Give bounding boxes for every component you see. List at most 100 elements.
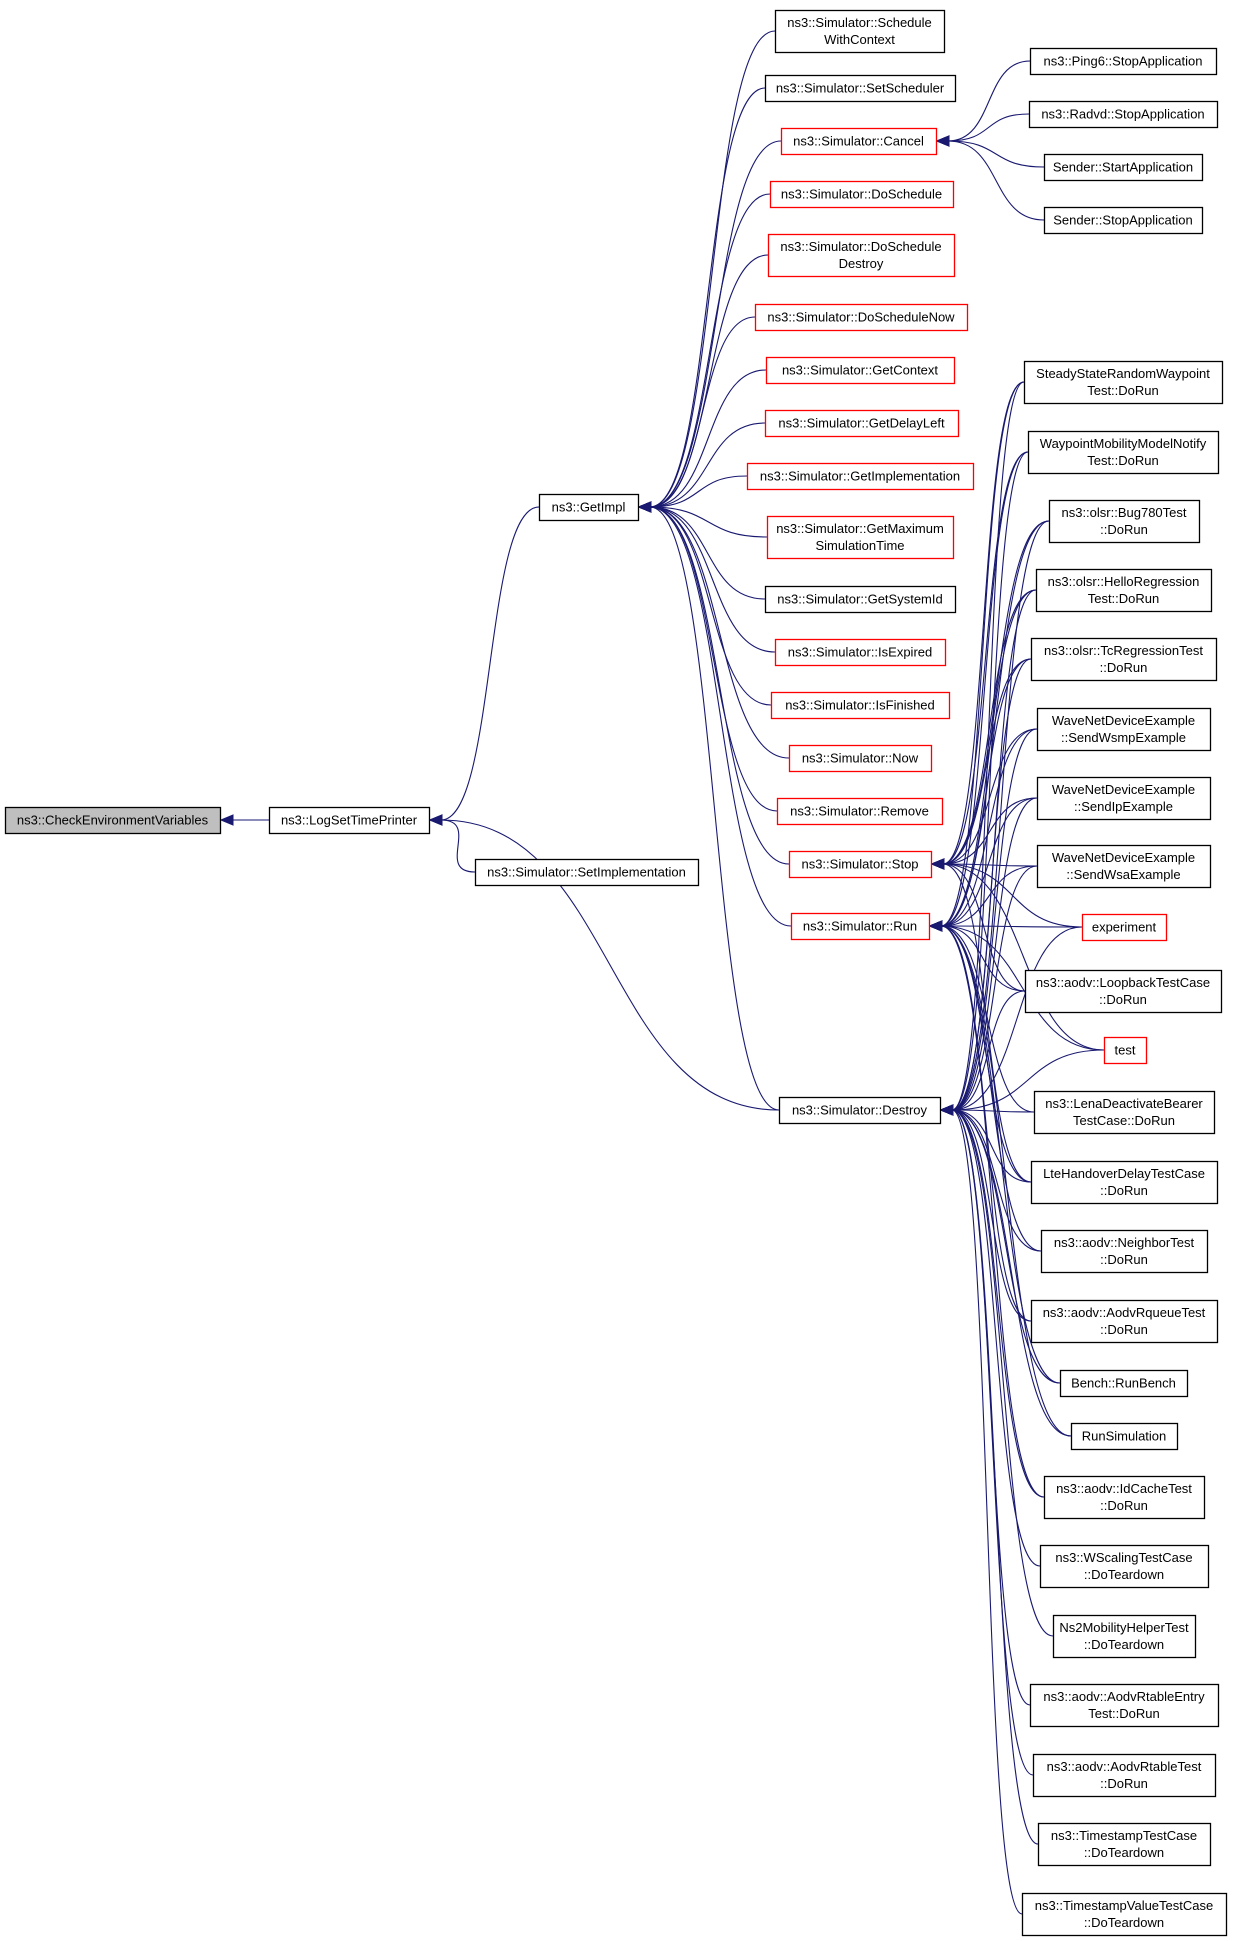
node-tsc[interactable]: ns3::TimestampTestCase::DoTeardown bbox=[1037, 1822, 1212, 1867]
node-gctx[interactable]: ns3::Simulator::GetContext bbox=[765, 356, 956, 385]
call-edge-wmmn-to-run bbox=[940, 451, 1029, 927]
node-label-wmmn-line-0: WaypointMobilityModelNotify bbox=[1040, 436, 1207, 451]
call-edge-loop-to-dst bbox=[951, 990, 1026, 1111]
node-label-run-line-0: ns3::Simulator::Run bbox=[803, 919, 917, 934]
call-edge-gdl-to-gi bbox=[649, 422, 766, 508]
node-box-ssch bbox=[764, 74, 957, 103]
node-idc[interactable]: ns3::aodv::IdCacheTest::DoRun bbox=[1043, 1475, 1206, 1520]
node-iexp[interactable]: ns3::Simulator::IsExpired bbox=[774, 638, 947, 667]
call-edge-b780-to-dst bbox=[951, 520, 1050, 1111]
node-b780[interactable]: ns3::olsr::Bug780Test::DoRun bbox=[1048, 499, 1201, 544]
node-box-tsc bbox=[1037, 1822, 1212, 1867]
node-label-hello-line-0: ns3::olsr::HelloRegression bbox=[1048, 574, 1200, 589]
node-label-nbr-line-0: ns3::aodv::NeighborTest bbox=[1054, 1235, 1195, 1250]
node-box-ssp bbox=[1043, 206, 1204, 235]
node-ssi[interactable]: ns3::Simulator::SetImplementation bbox=[474, 858, 700, 887]
node-box-dsc bbox=[769, 180, 955, 209]
node-label-sst-line-0: Sender::StartApplication bbox=[1053, 160, 1193, 175]
node-wsc[interactable]: ns3::WScalingTestCase::DoTeardown bbox=[1039, 1544, 1210, 1589]
node-label-tcr-line-1: ::DoRun bbox=[1100, 660, 1148, 675]
node-label-wwsa-line-1: ::SendWsaExample bbox=[1066, 867, 1180, 882]
node-wwsa[interactable]: WaveNetDeviceExample::SendWsaExample bbox=[1036, 844, 1212, 889]
node-test[interactable]: test bbox=[1103, 1036, 1148, 1065]
call-edge-test-to-run bbox=[940, 925, 1105, 1051]
node-dsc[interactable]: ns3::Simulator::DoSchedule bbox=[769, 180, 955, 209]
node-dsn[interactable]: ns3::Simulator::DoScheduleNow bbox=[754, 303, 969, 332]
node-cnl[interactable]: ns3::Simulator::Cancel bbox=[780, 127, 938, 156]
arrowhead-ltp-to-cev bbox=[219, 814, 234, 826]
call-edge-lteh-to-dst bbox=[951, 1109, 1032, 1183]
node-label-b780-line-1: ::DoRun bbox=[1100, 522, 1148, 537]
node-label-idc-line-1: ::DoRun bbox=[1100, 1498, 1148, 1513]
node-ltp[interactable]: ns3::LogSetTimePrinter bbox=[268, 806, 431, 835]
node-run[interactable]: ns3::Simulator::Run bbox=[790, 912, 931, 941]
node-box-wwsa bbox=[1036, 844, 1212, 889]
node-sst[interactable]: Sender::StartApplication bbox=[1043, 153, 1204, 182]
node-label-radv-line-0: ns3::Radvd::StopApplication bbox=[1041, 107, 1204, 122]
node-wsmp[interactable]: WaveNetDeviceExample::SendWsmpExample bbox=[1036, 707, 1212, 752]
node-label-ssrw-line-0: SteadyStateRandomWaypoint bbox=[1036, 366, 1210, 381]
call-edge-bench-to-run bbox=[940, 925, 1061, 1384]
node-label-rq-line-0: ns3::aodv::AodvRqueueTest bbox=[1043, 1305, 1206, 1320]
node-gsid[interactable]: ns3::Simulator::GetSystemId bbox=[764, 585, 957, 614]
node-loop[interactable]: ns3::aodv::LoopbackTestCase::DoRun bbox=[1024, 969, 1223, 1014]
call-edge-test-to-dst bbox=[951, 1049, 1105, 1111]
node-ns2[interactable]: Ns2MobilityHelperTest::DoTeardown bbox=[1052, 1614, 1197, 1659]
call-edge-exp-to-run bbox=[940, 925, 1083, 928]
node-label-ns2-line-0: Ns2MobilityHelperTest bbox=[1059, 1620, 1189, 1635]
node-label-dsc-line-0: ns3::Simulator::DoSchedule bbox=[781, 187, 942, 202]
node-box-lena bbox=[1033, 1090, 1216, 1135]
call-edge-lena-to-dst bbox=[951, 1109, 1035, 1113]
node-label-wsmp-line-0: WaveNetDeviceExample bbox=[1052, 713, 1195, 728]
edge-layer bbox=[219, 30, 1105, 1915]
node-rq[interactable]: ns3::aodv::AodvRqueueTest::DoRun bbox=[1030, 1299, 1219, 1344]
node-layer: ns3::CheckEnvironmentVariables ns3::LogSe… bbox=[4, 9, 1228, 1937]
node-label-loop-line-1: ::DoRun bbox=[1099, 992, 1147, 1007]
node-label-cnl-line-0: ns3::Simulator::Cancel bbox=[793, 134, 924, 149]
node-bench[interactable]: Bench::RunBench bbox=[1059, 1369, 1189, 1398]
node-wip[interactable]: WaveNetDeviceExample::SendIpExample bbox=[1036, 776, 1212, 821]
node-label-swc-line-1: WithContext bbox=[824, 32, 895, 47]
node-radv[interactable]: ns3::Radvd::StopApplication bbox=[1028, 100, 1219, 129]
call-edge-wwsa-to-run bbox=[940, 865, 1038, 927]
node-box-test bbox=[1103, 1036, 1148, 1065]
node-box-rtt bbox=[1032, 1753, 1217, 1798]
node-ssp[interactable]: Sender::StopApplication bbox=[1043, 206, 1204, 235]
node-label-swc-line-0: ns3::Simulator::Schedule bbox=[787, 15, 932, 30]
node-dst[interactable]: ns3::Simulator::Destroy bbox=[778, 1096, 942, 1125]
node-ssch[interactable]: ns3::Simulator::SetScheduler bbox=[764, 74, 957, 103]
node-tcr[interactable]: ns3::olsr::TcRegressionTest::DoRun bbox=[1030, 637, 1218, 682]
node-rsim[interactable]: RunSimulation bbox=[1070, 1422, 1179, 1451]
node-ifin[interactable]: ns3::Simulator::IsFinished bbox=[770, 691, 951, 720]
node-label-tsv-line-1: ::DoTeardown bbox=[1084, 1915, 1164, 1930]
node-gimp[interactable]: ns3::Simulator::GetImplementation bbox=[746, 462, 975, 491]
node-label-test-line-0: test bbox=[1115, 1043, 1136, 1058]
node-gdl[interactable]: ns3::Simulator::GetDelayLeft bbox=[764, 409, 960, 438]
call-edge-rsim-to-dst bbox=[951, 1109, 1072, 1437]
node-rem[interactable]: ns3::Simulator::Remove bbox=[776, 797, 944, 826]
node-label-ssi-line-0: ns3::Simulator::SetImplementation bbox=[487, 865, 686, 880]
node-nbr[interactable]: ns3::aodv::NeighborTest::DoRun bbox=[1040, 1229, 1209, 1274]
node-cev[interactable]: ns3::CheckEnvironmentVariables bbox=[4, 806, 222, 835]
node-p6[interactable]: ns3::Ping6::StopApplication bbox=[1029, 47, 1218, 76]
node-stop[interactable]: ns3::Simulator::Stop bbox=[788, 850, 933, 879]
node-now[interactable]: ns3::Simulator::Now bbox=[788, 744, 933, 773]
node-label-ssrw-line-1: Test::DoRun bbox=[1087, 383, 1159, 398]
node-label-rte-line-1: Test::DoRun bbox=[1088, 1706, 1160, 1721]
node-tsv[interactable]: ns3::TimestampValueTestCase::DoTeardown bbox=[1021, 1892, 1228, 1937]
node-label-tsv-line-0: ns3::TimestampValueTestCase bbox=[1035, 1898, 1213, 1913]
node-box-hello bbox=[1035, 568, 1213, 613]
node-exp[interactable]: experiment bbox=[1081, 913, 1168, 942]
node-lteh[interactable]: LteHandoverDelayTestCase::DoRun bbox=[1030, 1160, 1219, 1205]
call-edge-lena-to-run bbox=[940, 925, 1035, 1113]
node-rtt[interactable]: ns3::aodv::AodvRtableTest::DoRun bbox=[1032, 1753, 1217, 1798]
node-gi[interactable]: ns3::GetImpl bbox=[538, 493, 640, 522]
